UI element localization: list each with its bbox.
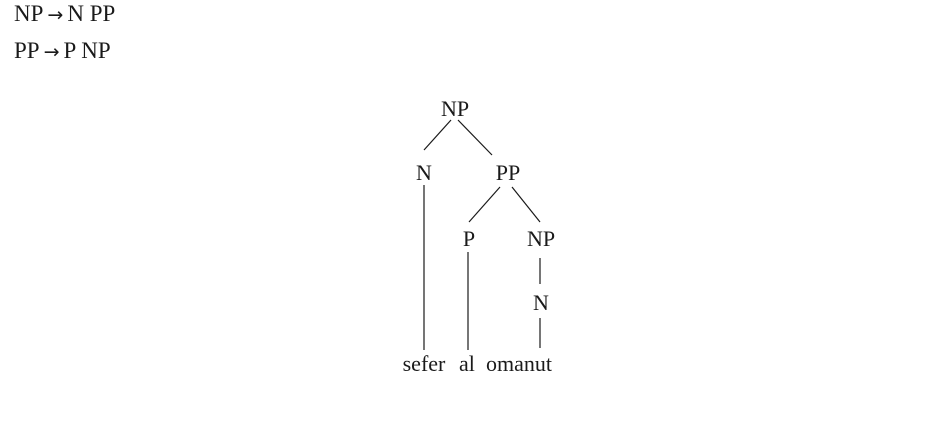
rule-pp: PP→P NP <box>14 37 111 66</box>
word-sefer: sefer <box>403 351 446 376</box>
rule-np: NP→N PP <box>14 0 115 29</box>
word-al: al <box>459 351 475 376</box>
node-pp: PP <box>496 160 520 185</box>
edge-np-pp <box>457 119 493 156</box>
rule-pp-lhs: PP <box>14 38 40 63</box>
node-root-np: NP <box>441 96 469 121</box>
rule-np-lhs: NP <box>14 1 44 26</box>
node-n: N <box>416 160 432 185</box>
node-inner-np: NP <box>527 226 555 251</box>
node-inner-n: N <box>533 290 549 315</box>
rule-np-rhs: N PP <box>67 1 116 26</box>
rule-np-arrow-icon: → <box>47 4 64 26</box>
rule-pp-rhs: P NP <box>63 38 111 63</box>
edge-pp-np <box>511 186 541 223</box>
edge-np-n <box>423 119 452 151</box>
edge-pp-p <box>468 186 501 223</box>
node-p: P <box>463 226 475 251</box>
word-omanut: omanut <box>486 351 552 376</box>
rule-pp-arrow-icon: → <box>43 41 60 63</box>
